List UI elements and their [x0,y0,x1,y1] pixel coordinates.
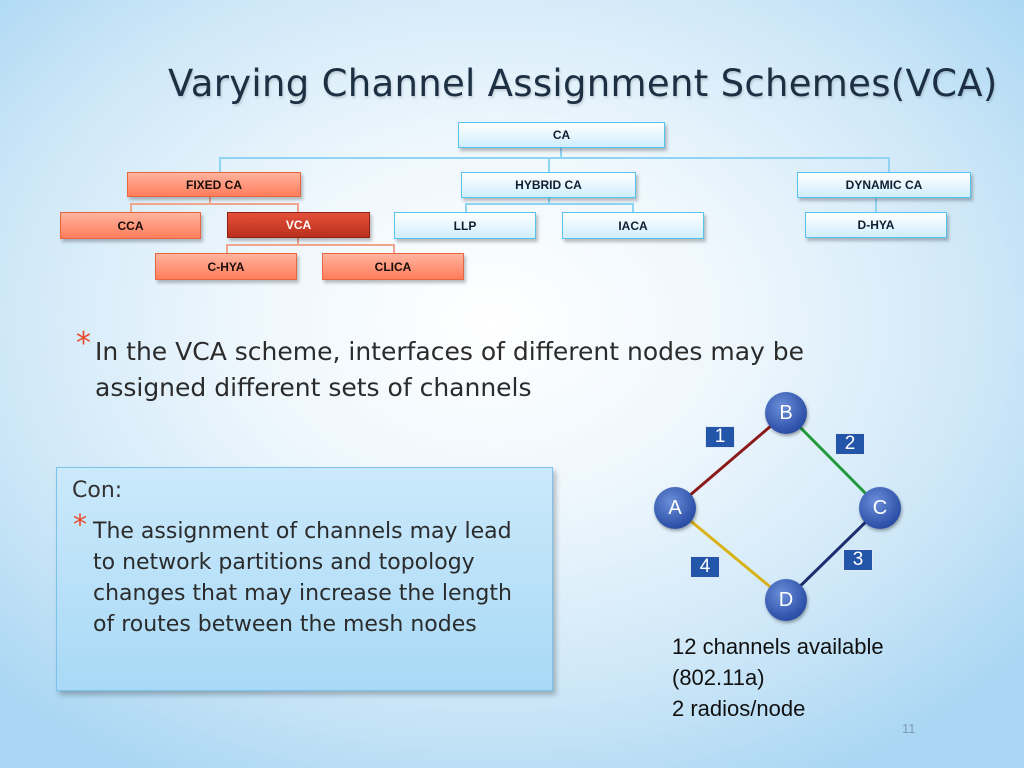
page-number: 11 [902,721,916,736]
connector [209,197,211,204]
connector [632,203,634,212]
llp-box: LLP [394,212,536,239]
fixed-ca-box: FIXED CA [127,172,301,197]
node-a: A [654,487,696,529]
connector [226,244,394,246]
bullet-star-icon: * [73,508,87,541]
connector [465,203,633,205]
connector [875,198,877,212]
connector [219,157,221,172]
channel-label-3: 3 [843,549,873,571]
connector [465,203,467,212]
con-text: The assignment of channels may lead to n… [93,519,512,637]
connector [297,238,299,245]
iaca-box: IACA [562,212,704,239]
ca-box: CA [458,122,665,148]
connector [219,157,889,159]
c-hya-box: C-HYA [155,253,297,280]
connector [548,157,550,172]
channel-label-1: 1 [705,426,735,448]
main-bullet-text: In the VCA scheme, interfaces of differe… [95,337,805,402]
cca-box: CCA [60,212,201,239]
connector [888,157,890,172]
con-box: Con: * The assignment of channels may le… [56,467,553,691]
node-c: C [859,487,901,529]
connector [130,203,298,205]
connector [297,203,299,212]
connector [548,198,550,204]
channel-label-2: 2 [835,433,865,455]
dynamic-ca-box: DYNAMIC CA [797,172,971,198]
connector [560,148,562,158]
hybrid-ca-box: HYBRID CA [461,172,636,198]
clica-box: CLICA [322,253,464,280]
connector [393,244,395,253]
notes-line-3: 2 radios/node [672,696,806,721]
network-notes: 12 channels available (802.11a) 2 radios… [672,631,884,724]
notes-line-2: (802.11a) [672,665,765,690]
slide-title: Varying Channel Assignment Schemes(VCA) [168,62,998,105]
bullet-star-icon: * [76,326,91,361]
d-hya-box: D-HYA [805,212,947,238]
con-title: Con: [72,478,123,503]
node-d: D [765,579,807,621]
connector [130,203,132,212]
notes-line-1: 12 channels available [672,634,884,659]
node-b: B [765,392,807,434]
vca-box: VCA [227,212,370,238]
channel-label-4: 4 [690,556,720,578]
connector [226,244,228,253]
